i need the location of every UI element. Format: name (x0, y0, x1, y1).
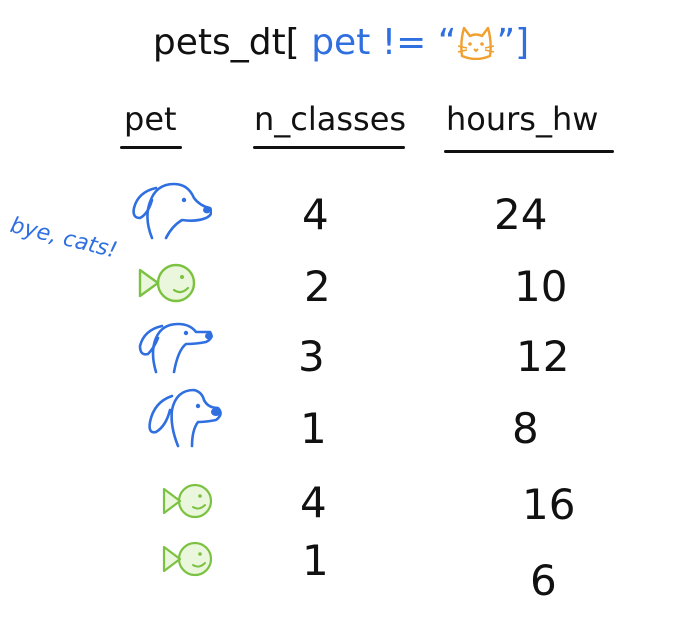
title-condition: pet != “ (311, 22, 457, 63)
cell-n-classes: 1 (302, 536, 329, 585)
column-header-pet: pet (124, 100, 177, 138)
fish-icon (138, 263, 196, 303)
cell-hours-hw: 10 (514, 262, 568, 311)
dog-icon (132, 182, 212, 240)
title-prefix: pets_dt[ (152, 22, 300, 63)
cell-hours-hw: 24 (494, 190, 548, 239)
cell-hours-hw: 6 (530, 556, 557, 605)
dog-icon (148, 388, 222, 448)
cell-n-classes: 4 (302, 190, 329, 239)
cat-face-icon (458, 26, 495, 60)
column-header-pet-underline (120, 146, 182, 149)
fish-icon (162, 483, 213, 519)
title-suffix: ”] (496, 22, 530, 63)
column-header-hours-hw: hours_hw (446, 100, 599, 138)
cell-hours-hw: 8 (512, 404, 539, 453)
cell-hours-hw: 16 (522, 480, 576, 529)
cell-n-classes: 1 (300, 404, 327, 453)
fish-icon (162, 541, 213, 577)
cell-n-classes: 4 (300, 478, 327, 527)
diagram-title: pets_dt[ pet != “ ”] (0, 22, 682, 63)
column-header-hours-hw-underline (444, 150, 614, 153)
column-header-n-classes-underline (253, 146, 405, 149)
column-header-n-classes: n_classes (254, 100, 407, 138)
cell-n-classes: 3 (298, 332, 325, 381)
cell-hours-hw: 12 (516, 332, 570, 381)
dog-icon (138, 322, 213, 374)
cell-n-classes: 2 (304, 262, 331, 311)
side-note: bye, cats! (7, 212, 120, 264)
